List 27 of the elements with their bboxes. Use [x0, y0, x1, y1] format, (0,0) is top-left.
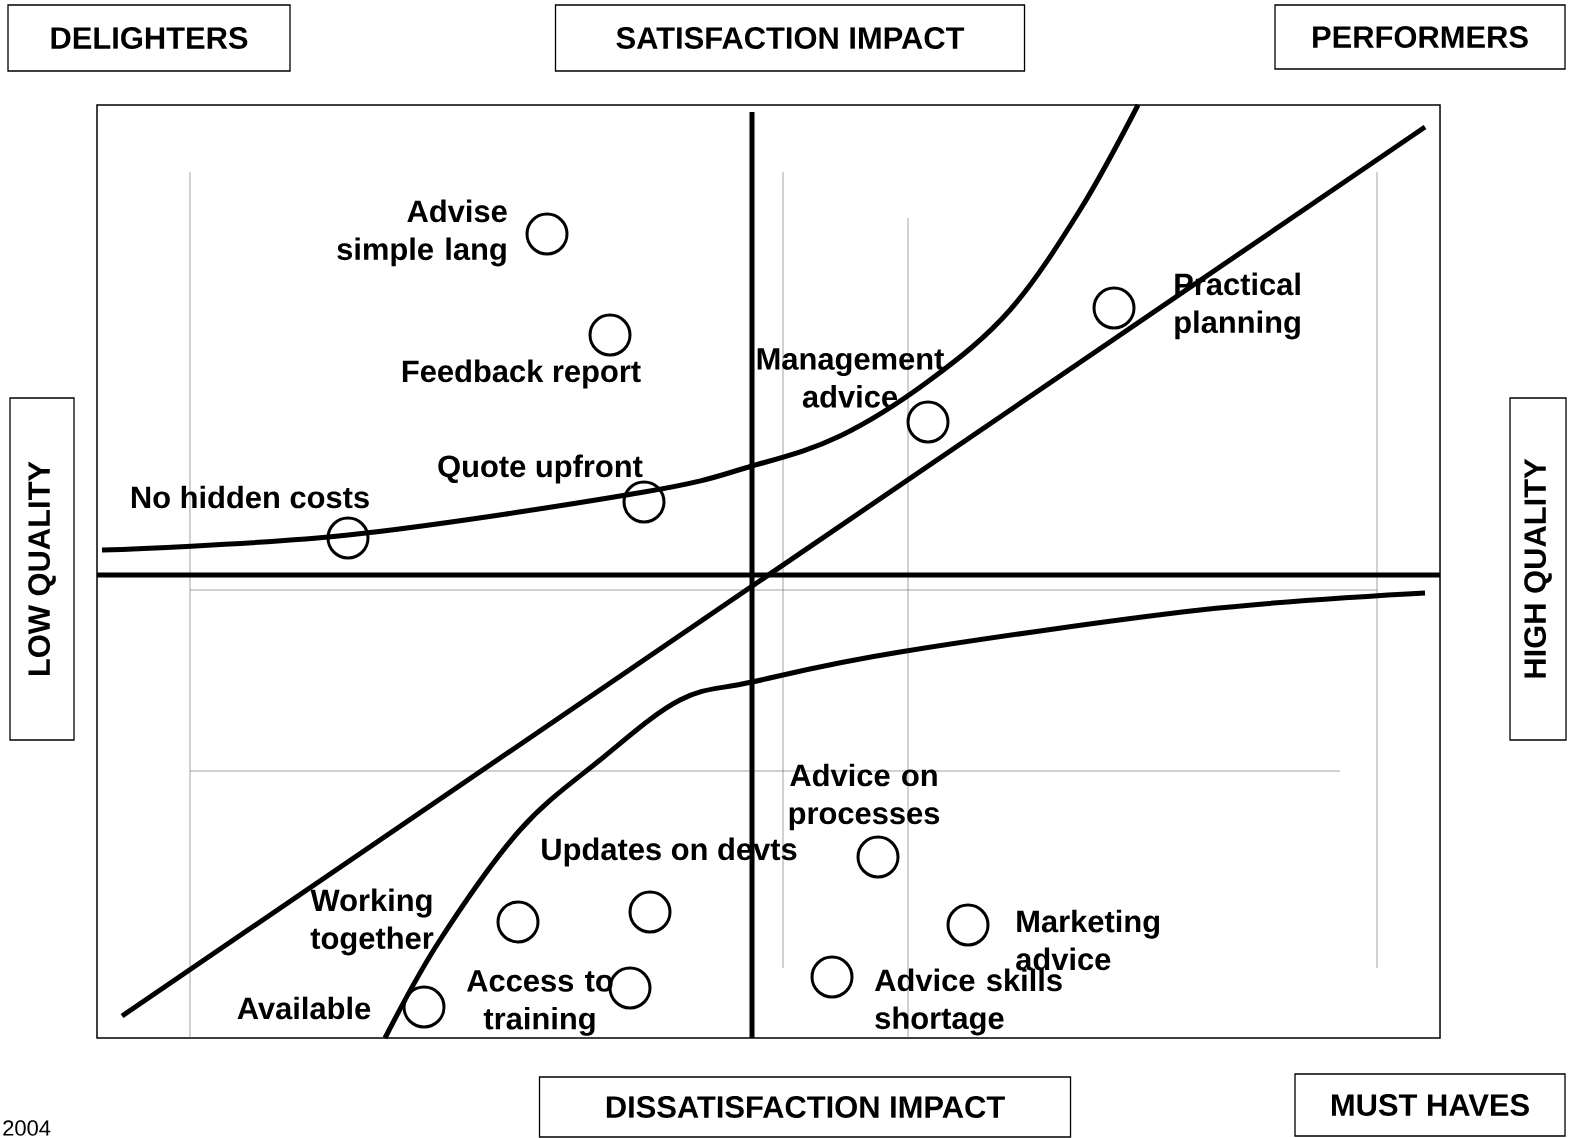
data-point: [946, 903, 990, 947]
point-label: Available: [237, 996, 371, 1020]
year-label: 2004: [3, 1120, 51, 1136]
heading-box: MUST HAVES: [1294, 1073, 1566, 1137]
point-label: Advise simple lang: [337, 199, 507, 267]
data-point: [588, 313, 632, 357]
point-label: Management advice: [757, 348, 944, 408]
data-point: [496, 900, 540, 944]
point-label: No hidden costs: [131, 485, 369, 509]
heading-box: LOW QUALITY: [9, 397, 75, 741]
heading-box: PERFORMERS: [1274, 4, 1566, 70]
point-label: Feedback report: [402, 359, 641, 389]
heading-box: DELIGHTERS: [7, 4, 291, 72]
data-point: [1092, 286, 1136, 330]
data-point: [326, 516, 370, 560]
point-label: Advice on processes: [789, 763, 940, 831]
data-point: [628, 890, 672, 934]
data-point: [856, 835, 900, 879]
data-point: [906, 400, 950, 444]
heading-box: SATISFACTION IMPACT: [554, 4, 1026, 72]
heading-box: DISSATISFACTION IMPACT: [538, 1076, 1072, 1138]
point-label: Working together: [310, 888, 434, 956]
data-point: [810, 955, 854, 999]
data-point: [402, 985, 446, 1029]
heading-box: HIGH QUALITY: [1509, 397, 1567, 741]
data-point: [525, 212, 569, 256]
point-label: Quote upfront: [438, 454, 643, 484]
